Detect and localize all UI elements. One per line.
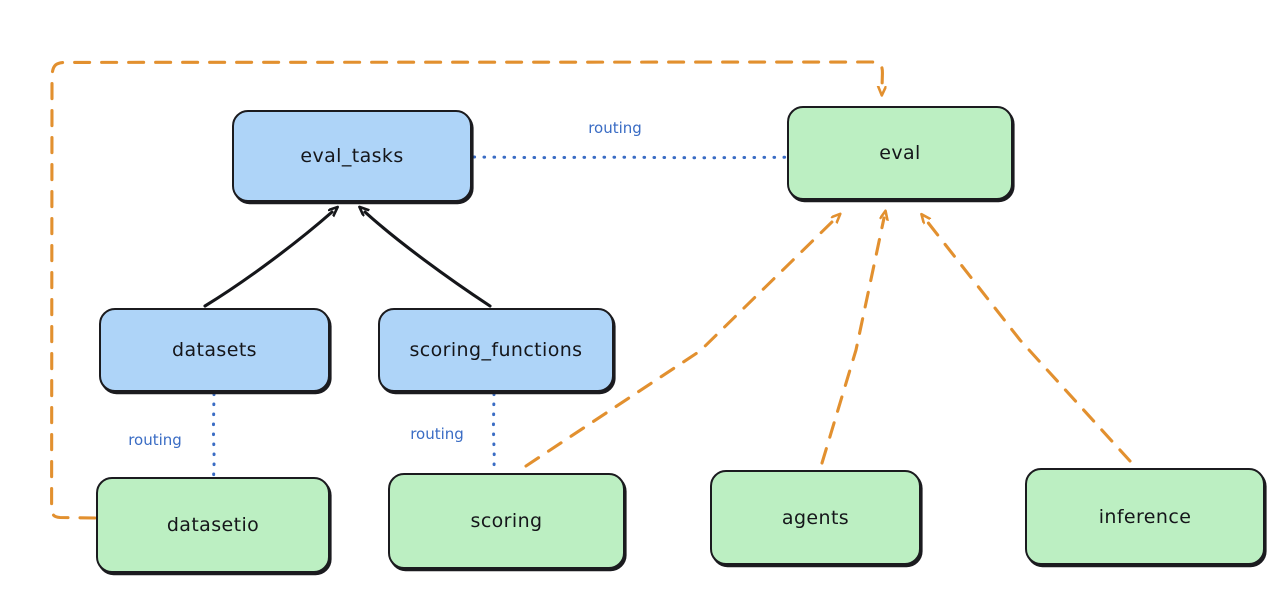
- node-datasetio[interactable]: datasetio: [96, 477, 330, 573]
- edge-scoring_functions-to-eval_tasks: [365, 212, 492, 308]
- edge-inference-to-eval: [926, 220, 1132, 463]
- edge-datasets-to-eval_tasks: [203, 212, 332, 308]
- node-scoring-functions[interactable]: scoring_functions: [378, 308, 614, 392]
- node-label: inference: [1098, 505, 1192, 528]
- edge-eval_tasks-to-eval: [472, 155, 787, 160]
- node-label: scoring_functions: [409, 339, 583, 361]
- node-label: scoring: [470, 510, 543, 532]
- node-label: datasetio: [166, 514, 260, 536]
- edge-label-routing-scoring: routing: [410, 425, 464, 443]
- node-label: eval_tasks: [300, 145, 404, 167]
- node-agents[interactable]: agents: [710, 470, 921, 565]
- edge-label-routing-eval: routing: [588, 119, 642, 137]
- edge-scoring_functions-to-scoring: [491, 392, 496, 474]
- edge-agents-to-eval: [820, 218, 884, 465]
- node-eval[interactable]: eval: [787, 106, 1013, 200]
- node-eval-tasks[interactable]: eval_tasks: [232, 110, 472, 202]
- node-label: eval: [879, 142, 921, 164]
- node-inference[interactable]: inference: [1025, 468, 1265, 565]
- edge-datasets-to-datasetio: [211, 392, 216, 478]
- edge-label-routing-datasetio: routing: [128, 431, 182, 449]
- node-label: datasets: [172, 339, 257, 361]
- node-label: agents: [781, 506, 850, 529]
- edge-scoring-to-eval: [524, 219, 835, 468]
- node-scoring[interactable]: scoring: [388, 473, 625, 569]
- node-datasets[interactable]: datasets: [99, 308, 330, 392]
- edge-datasetio-to-eval: [50, 60, 883, 520]
